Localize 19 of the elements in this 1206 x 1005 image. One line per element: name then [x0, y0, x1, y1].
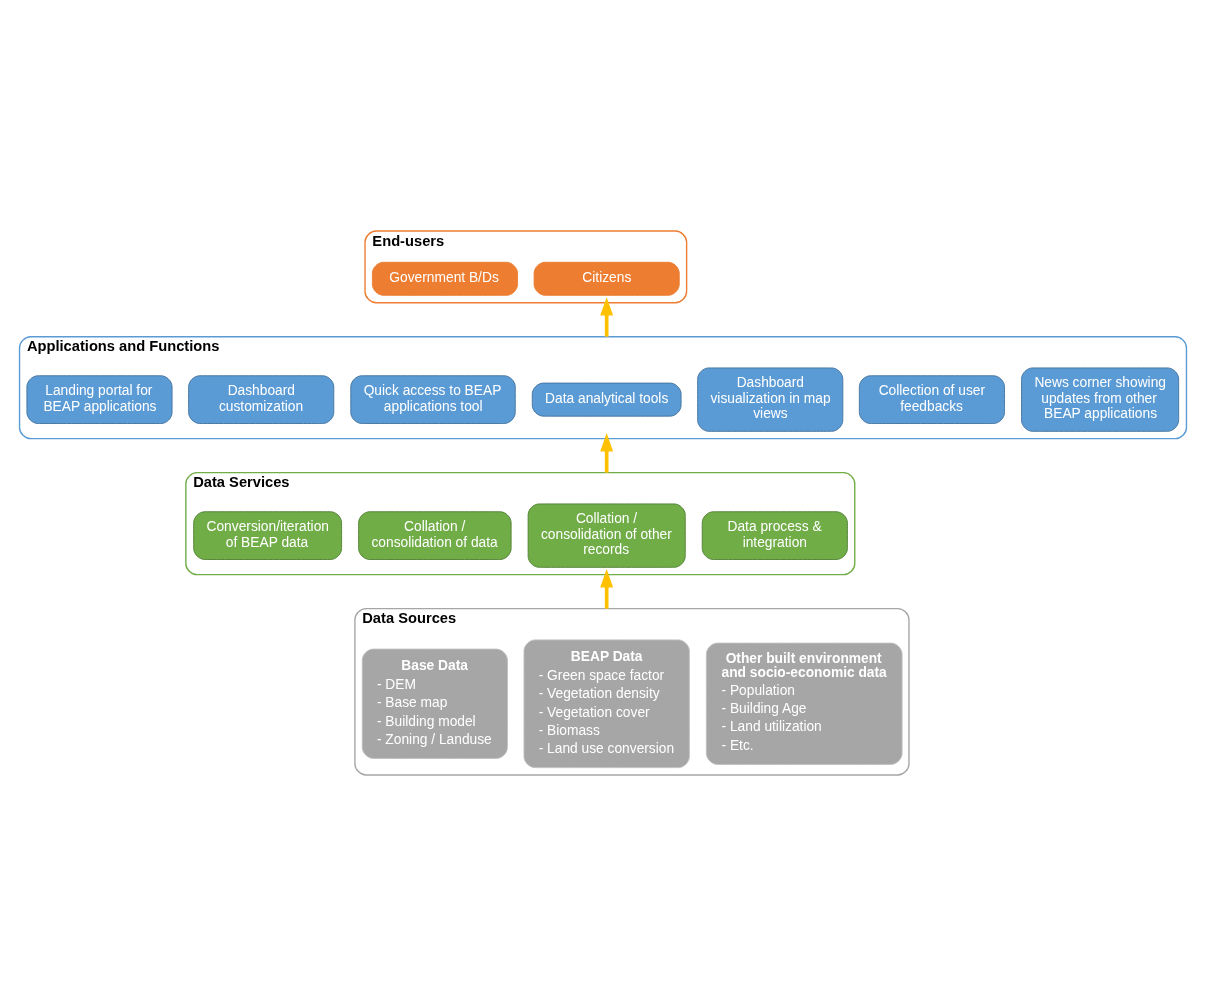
node-box: Collection of user feedbacks	[858, 374, 1005, 424]
node-box: BEAP Data - Green space factor - Vegetation density - Vegetation cover - Biomass - Land use conversion	[523, 638, 690, 768]
node-box: Collation / consolidation of other records	[527, 502, 686, 568]
node-box: Citizens	[533, 261, 680, 296]
arrow	[600, 432, 614, 473]
arrow	[600, 568, 614, 609]
arrow	[600, 296, 614, 337]
node-box: Conversion/iteration of BEAP data	[193, 510, 343, 560]
node-box: Government B/Ds	[371, 261, 518, 296]
node-box: Quick access to BEAP applications tool	[350, 374, 516, 424]
node-box: Dashboard customization	[188, 374, 335, 424]
node-box: Other built environment and socio-economic data - Population - Building Age - Land utilization - Etc.	[705, 642, 903, 765]
node-box: Base Data - DEM - Base map - Building model - Zoning / Landuse	[361, 648, 508, 759]
node-box: Data analytical tools	[531, 382, 682, 417]
node-box: Collation / consolidation of data	[358, 510, 512, 560]
node-box: Dashboard visualization in map views	[697, 366, 844, 432]
node-box: News corner showing updates from other BEAP applications	[1021, 366, 1180, 432]
node-box: Data process & integration	[701, 510, 848, 560]
node-box: Landing portal for BEAP applications	[26, 374, 173, 424]
